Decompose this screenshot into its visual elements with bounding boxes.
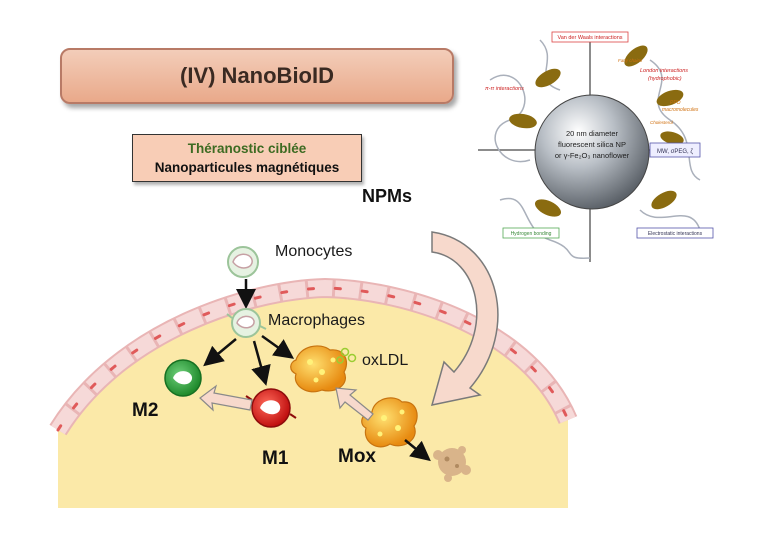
np-cholesterol: Cholesterol xyxy=(650,120,674,125)
arrow-to-m2 xyxy=(203,338,237,367)
macrophage-cell xyxy=(226,308,267,338)
np-electrostatic: Electrostatic interactions xyxy=(648,231,703,237)
npms-label: NPMs xyxy=(362,186,413,206)
macrophages-label: Macrophages xyxy=(268,312,365,329)
np-core-line1: 20 nm diameter xyxy=(566,129,619,138)
np-van-der-waals: Van der Waals interactions xyxy=(557,35,622,41)
arrow-to-oxldl-cell xyxy=(261,334,295,359)
np-ppo: PPO xyxy=(670,100,681,106)
oxldl-label: oxLDL xyxy=(362,352,409,369)
np-core-line3: or γ-Fe₂O₃ nanoflower xyxy=(555,151,630,160)
np-london-sub: (hydrophobic) xyxy=(648,76,682,82)
title-banner: (IV) NanoBioID xyxy=(60,48,454,104)
m1-cell xyxy=(245,388,297,428)
np-hydrogen: Hydrogen bonding xyxy=(511,231,552,237)
m1-label: M1 xyxy=(262,448,289,469)
m2-cell xyxy=(164,359,202,397)
np-mw-label: MW, σPEG, ζ xyxy=(657,149,693,155)
theranostic-box: Théranostic ciblée Nanoparticules magnét… xyxy=(132,134,362,182)
m2-label: M2 xyxy=(132,400,159,421)
nanoparticle-schematic xyxy=(478,31,714,262)
np-fatty-chains: Fatty chains xyxy=(618,58,643,63)
oxldl-cell xyxy=(290,345,348,393)
theranostic-line2: Nanoparticules magnétiques xyxy=(154,160,340,175)
mox-label: Mox xyxy=(338,446,376,467)
np-ppo-sub: macromolecules xyxy=(662,107,699,113)
monocyte-cell xyxy=(227,246,259,278)
mox-to-oxldl-arrow xyxy=(335,387,374,421)
theranostic-line1: Théranostic ciblée xyxy=(187,141,307,156)
arrow-to-m1 xyxy=(251,340,271,386)
oxldl-particles xyxy=(336,347,357,364)
m1-to-m2-arrow xyxy=(199,384,253,412)
page-title: (IV) NanoBioID xyxy=(180,63,334,88)
npm-curved-arrow xyxy=(430,231,499,406)
apoptotic-debris xyxy=(433,446,471,482)
np-london: London interactions xyxy=(640,68,688,74)
np-pi-pi: π-π interactions xyxy=(485,86,524,92)
monocytes-label: Monocytes xyxy=(275,243,353,260)
np-core-line2: fluorescent silica NP xyxy=(558,140,626,149)
mox-death-arrow xyxy=(404,439,431,462)
